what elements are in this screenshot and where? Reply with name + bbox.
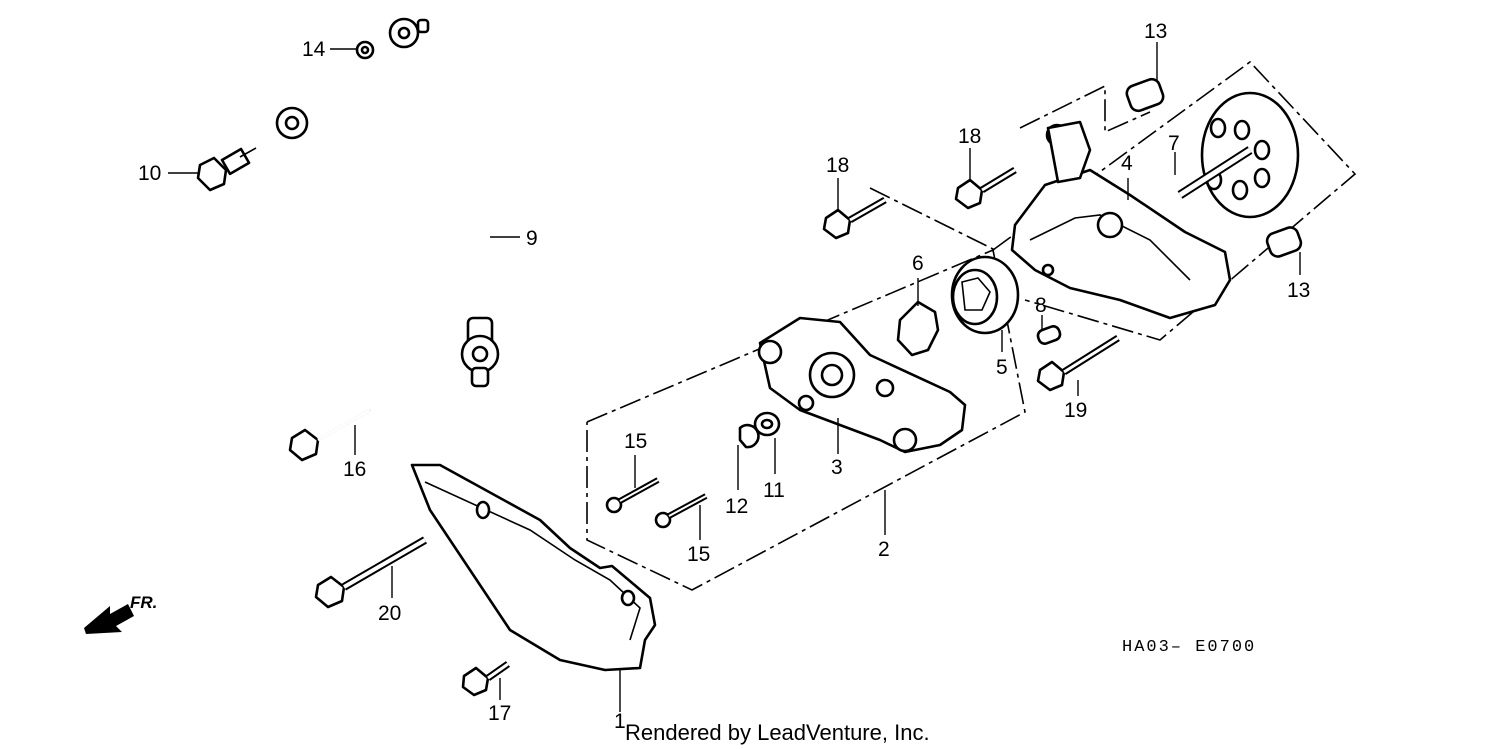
callout-10: 10: [138, 162, 161, 185]
inner-rotor: [896, 300, 940, 357]
callout-8: 8: [1035, 294, 1047, 317]
pump-screw-15-upper: [605, 477, 660, 514]
flange-bolt-18-left: [822, 196, 887, 240]
flange-bolt-10: [196, 147, 257, 192]
flange-bolt-17: [461, 661, 511, 697]
dowel-13-lower: [1265, 226, 1303, 258]
callout-13-upper: 13: [1144, 20, 1167, 43]
callout-labels: 1 2 3 4 5 6 7 8 9 10 11 12 13 13 14 15 1…: [138, 20, 1310, 733]
callout-6: 6: [912, 252, 924, 275]
crankcase-cover-plate: [410, 463, 657, 672]
callout-5: 5: [996, 356, 1008, 379]
oil-pump-body: [757, 316, 967, 454]
callout-19: 19: [1064, 399, 1087, 422]
callout-11: 11: [763, 479, 785, 502]
callout-18-left: 18: [826, 154, 849, 177]
callout-4: 4: [1121, 152, 1133, 175]
front-direction-label: FR.: [130, 593, 157, 612]
callout-17: 17: [488, 702, 511, 725]
thrust-washer: [753, 411, 781, 437]
callout-20: 20: [378, 602, 401, 625]
flange-bolt-18-right: [954, 167, 1017, 210]
flange-bolt-20: [314, 536, 428, 609]
front-direction-arrow: FR.: [84, 593, 157, 634]
callout-18-right: 18: [958, 125, 981, 148]
callout-3: 3: [831, 456, 843, 479]
pump-drive-gear: [1177, 91, 1300, 219]
dowel-pin: [1036, 325, 1062, 345]
callout-1: 1: [614, 710, 626, 733]
oil-pipe: [275, 17, 500, 428]
dowel-13-upper: [1125, 77, 1165, 113]
callout-7: 7: [1168, 132, 1180, 155]
pump-screw-15-lower: [654, 493, 708, 529]
diagram-code: HA03– E0700: [1122, 638, 1256, 657]
flange-bolt-16: [288, 408, 371, 462]
callout-15-lower: 15: [687, 543, 710, 566]
circlip: [738, 423, 760, 449]
sealing-washer: [355, 40, 375, 60]
oil-pump-cover: [1010, 120, 1232, 320]
render-credit: Rendered by LeadVenture, Inc.: [625, 720, 930, 745]
leader-lines: [168, 42, 1301, 712]
assembly-frame-pump: [586, 60, 1357, 591]
callout-13-lower: 13: [1287, 279, 1310, 302]
callout-15-upper: 15: [624, 430, 647, 453]
callout-2: 2: [878, 538, 890, 561]
outer-rotor: [950, 255, 1020, 335]
callout-12: 12: [725, 495, 748, 518]
callout-14: 14: [302, 38, 326, 61]
callout-9: 9: [526, 227, 538, 250]
callout-16: 16: [343, 458, 366, 481]
flange-bolt-19: [1036, 335, 1120, 392]
